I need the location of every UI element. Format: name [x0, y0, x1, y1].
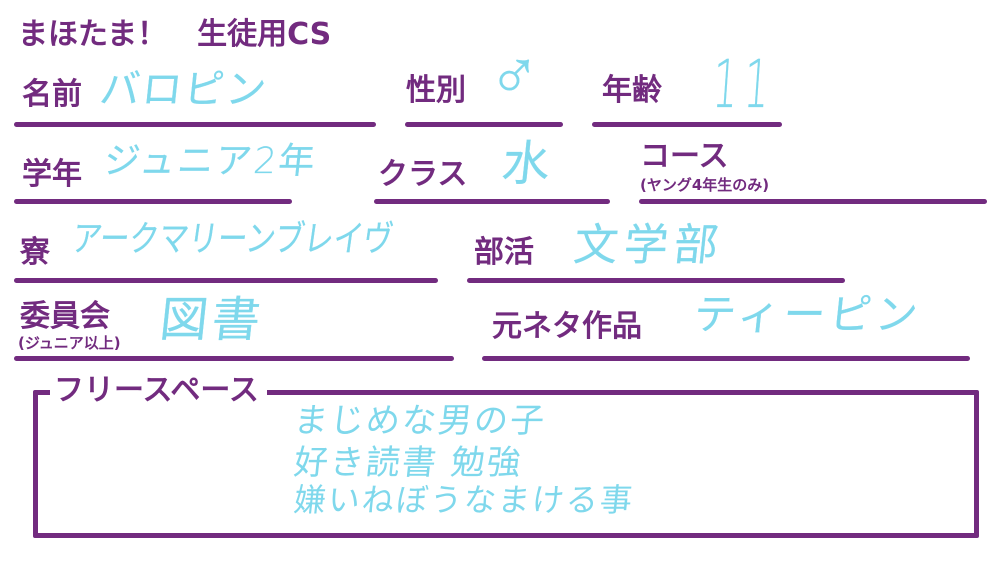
dorm-underline	[14, 278, 438, 283]
age-underline	[592, 122, 782, 127]
grade-label: 学年	[22, 157, 82, 192]
dorm-value[interactable]: アークマリーンブレイヴ	[69, 219, 396, 260]
gender-label: 性別	[406, 73, 466, 108]
class-underline	[374, 199, 610, 204]
grade-value[interactable]: ジュニア2年	[101, 141, 319, 182]
club-label: 部活	[474, 235, 534, 270]
course-note: (ヤング4年生のみ)	[640, 176, 770, 194]
dorm-label: 寮	[20, 235, 50, 270]
free-space-line-1: まじめな男の子	[291, 401, 549, 441]
sheet-title: まほたま！ 生徒用CS	[18, 17, 332, 52]
course-underline	[639, 199, 987, 204]
gender-underline	[405, 122, 563, 127]
name-value[interactable]: バロピン	[97, 67, 271, 113]
age-label: 年齢	[602, 73, 662, 108]
committee-underline	[14, 356, 454, 361]
committee-note: (ジュニア以上)	[18, 334, 121, 352]
grade-underline	[14, 199, 292, 204]
gender-value[interactable]: ♂	[488, 34, 543, 116]
free-space-line-3: 嫌いねぼうなまける事	[292, 481, 637, 519]
free-space-box[interactable]	[33, 390, 979, 538]
club-underline	[467, 278, 845, 283]
course-label: コース	[640, 139, 729, 174]
source-work-label: 元ネタ作品	[492, 309, 642, 344]
class-value[interactable]: 水	[499, 136, 555, 192]
free-space-line-2: 好き読書 勉強	[291, 443, 525, 483]
committee-value[interactable]: 図書	[157, 292, 267, 348]
committee-label: 委員会	[20, 299, 110, 334]
name-label: 名前	[22, 77, 82, 112]
source-work-underline	[482, 356, 970, 361]
source-work-value[interactable]: ティーピン	[691, 290, 925, 339]
free-space-label: フリースペース	[50, 376, 267, 406]
name-underline	[14, 122, 376, 127]
club-value[interactable]: 文学部	[571, 220, 727, 271]
age-value[interactable]: 11	[710, 46, 778, 123]
class-label: クラス	[378, 157, 468, 192]
